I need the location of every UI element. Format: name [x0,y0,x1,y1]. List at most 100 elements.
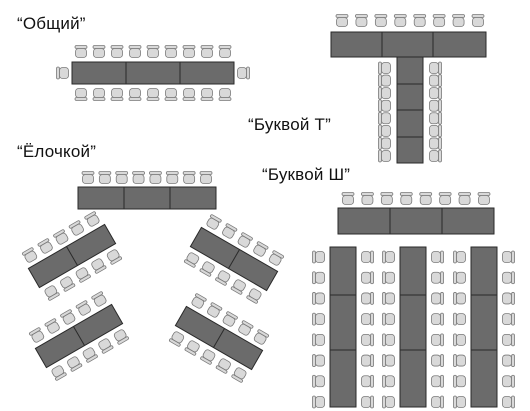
chair [502,292,515,305]
chair [452,14,465,27]
chair [222,223,238,239]
chair [230,279,246,295]
chair [182,171,196,184]
chair [431,250,444,264]
chair [438,192,452,205]
chair [84,211,100,227]
chair [222,311,238,327]
chair [312,312,325,326]
layout-general [56,45,250,101]
chair [429,86,442,100]
chair [502,250,515,264]
chair [361,271,374,285]
chair [200,88,214,101]
chair [81,171,95,184]
chair [98,171,112,184]
chair [238,320,254,336]
chair [341,192,355,205]
chair [110,45,124,58]
layout-sh-shape [337,192,495,235]
chair [431,333,444,347]
chair [431,354,444,367]
chair [361,354,374,367]
chair [200,349,216,365]
chair [312,292,325,305]
table [399,246,427,408]
chair [182,88,196,101]
chair [429,124,442,138]
chair [68,220,84,236]
chair [231,367,247,383]
chair [502,374,515,388]
chair [132,171,145,184]
chair [431,271,444,285]
chair [74,45,88,58]
chair [419,192,433,205]
chair [378,99,391,113]
chair [82,347,98,363]
chair [312,333,325,347]
chair [182,45,196,58]
chair [146,45,160,58]
chair [380,192,394,205]
chair [382,312,395,326]
chair [44,285,60,301]
chair [374,14,388,27]
chair [268,250,284,266]
chair [378,137,391,150]
chair [218,88,232,101]
chair [431,374,444,388]
chair [382,354,395,367]
chair [92,88,106,101]
chair [312,250,325,264]
chair [200,45,214,58]
label-general: “Общий” [17,14,86,33]
chair [91,258,107,274]
chair [128,45,142,58]
table [71,61,235,85]
chair [75,267,91,283]
layout-t-shape [330,14,487,164]
label-herringbone: “Ёлочкой” [17,142,97,161]
chair [199,261,215,277]
chair [361,250,374,264]
chair [215,358,231,374]
chair [128,88,142,101]
chair [429,137,442,150]
chair [453,292,466,305]
chair [453,312,466,326]
herringbone-table-right-lower [169,293,269,383]
chair [378,149,391,163]
chair [361,374,374,388]
chair [378,61,391,75]
chair [378,74,391,87]
chair [361,312,374,326]
chair [184,252,200,268]
chair [382,395,395,409]
chair [458,192,471,205]
chair [453,250,466,264]
chair [335,14,349,27]
table [337,207,495,235]
chair [312,271,325,285]
chair [429,74,442,87]
chair [67,356,83,372]
chair [169,331,185,347]
chair [44,318,60,334]
chair [37,238,53,254]
chair [453,333,466,347]
chair [382,333,395,347]
table-divider [228,249,240,269]
chair [429,149,442,163]
chair [312,354,325,367]
chair [106,249,122,265]
herringbone-table-right-upper [184,214,284,304]
chair [453,395,466,409]
chair [378,86,391,100]
chair [29,327,45,343]
chair [361,292,374,305]
chair [355,14,368,27]
chair [382,292,395,305]
chair [253,329,269,345]
